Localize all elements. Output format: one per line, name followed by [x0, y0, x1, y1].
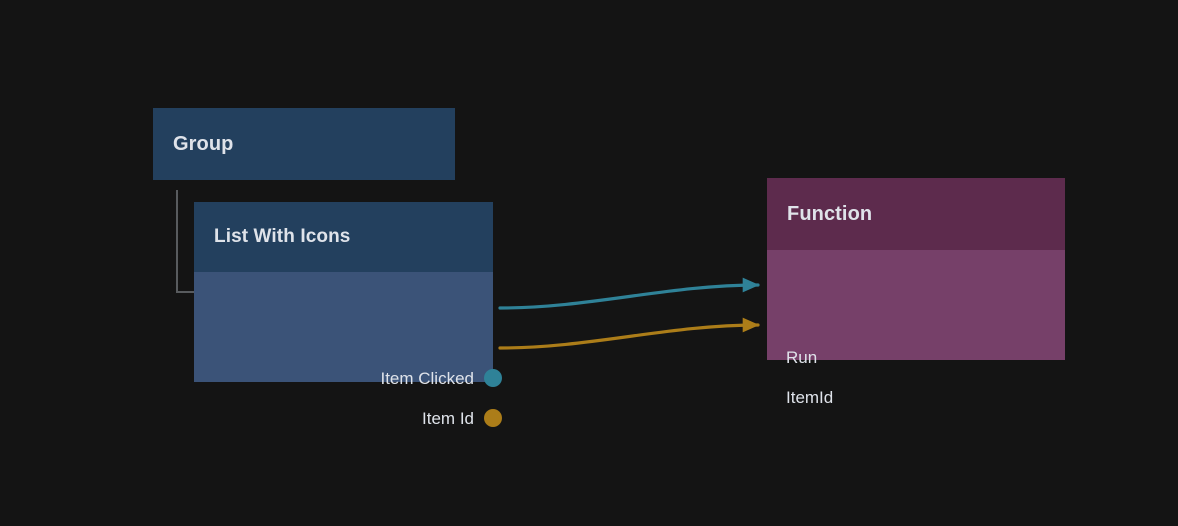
node-list-with-icons[interactable]: List With Icons Item Clicked Item Id	[194, 202, 502, 427]
node-list-with-icons-header[interactable]: List With Icons	[194, 202, 493, 272]
output-port-item-id[interactable]: Item Id	[422, 407, 502, 429]
wire-item-clicked-to-run[interactable]	[498, 277, 760, 310]
input-port-run-label: Run	[786, 347, 818, 367]
node-group-header[interactable]: Group	[153, 108, 455, 180]
output-port-item-clicked-label: Item Clicked	[380, 368, 474, 388]
node-list-with-icons-title: List With Icons	[214, 226, 351, 247]
output-port-item-id-dot-icon[interactable]	[484, 409, 502, 427]
output-port-item-id-label: Item Id	[422, 408, 474, 428]
wire-item-id-to-itemid[interactable]	[498, 317, 760, 350]
input-port-run[interactable]: Run	[767, 346, 817, 368]
input-port-itemid-label: ItemId	[786, 387, 834, 407]
node-group-title: Group	[173, 132, 234, 155]
node-group[interactable]: Group	[153, 108, 455, 180]
node-function-title: Function	[787, 202, 873, 225]
output-port-item-clicked-dot-icon[interactable]	[484, 369, 502, 387]
input-port-itemid[interactable]: ItemId	[767, 386, 833, 408]
node-list-with-icons-body: Item Clicked Item Id	[194, 272, 502, 427]
output-port-item-clicked[interactable]: Item Clicked	[380, 367, 502, 389]
group-containment-bracket	[176, 190, 194, 293]
node-function[interactable]: Function Run ItemId	[767, 178, 1065, 406]
node-function-header[interactable]: Function	[767, 178, 1065, 250]
node-function-body: Run ItemId	[767, 250, 1065, 406]
